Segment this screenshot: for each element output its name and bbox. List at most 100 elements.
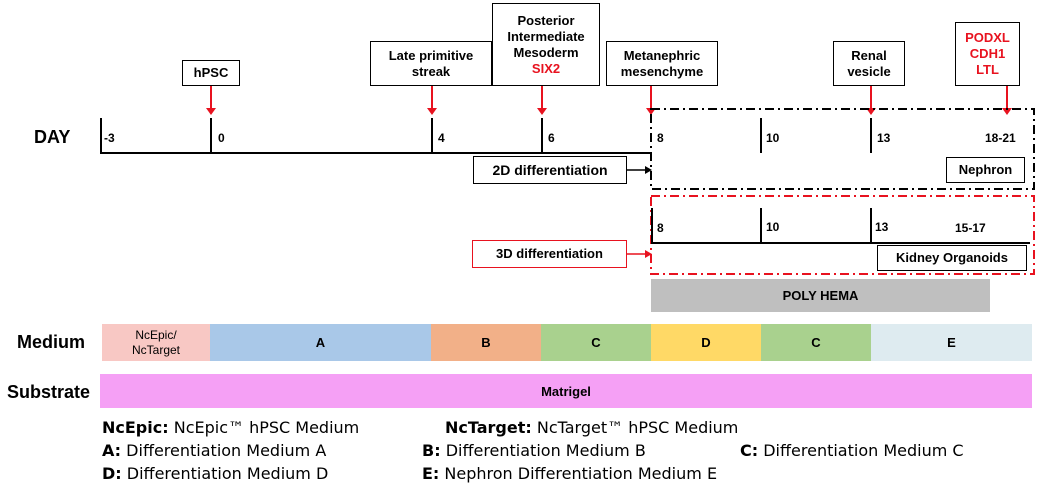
stage-lps-line1: Late primitive [388, 47, 474, 63]
tick-4 [431, 118, 433, 153]
legend-nctarget: NcTarget: NcTarget™ hPSC Medium [445, 418, 738, 437]
legend-ncepic: NcEpic: NcEpic™ hPSC Medium [102, 418, 359, 437]
legend-c-val: Differentiation Medium C [763, 441, 964, 460]
legend-e-key: E: [422, 464, 440, 483]
label-2d-differentiation: 2D differentiation [473, 156, 627, 184]
legend-d-key: D: [102, 464, 122, 483]
tick-13 [870, 118, 872, 153]
label-2d-text: 2D differentiation [492, 162, 608, 178]
label-3d-differentiation: 3D differentiation [472, 240, 627, 268]
legend-ncepic-key: NcEpic: [102, 418, 169, 437]
medium-seg-e-label: E [947, 335, 956, 350]
day-label-8: 8 [657, 131, 664, 145]
frame-2d [650, 108, 1035, 190]
stage-pim-marker: SIX2 [531, 60, 561, 76]
day-row-label: DAY [34, 127, 71, 147]
label-nephron-text: Nephron [958, 162, 1013, 177]
arrow-2d [627, 166, 652, 174]
stage-rv-line1: Renal [851, 47, 887, 63]
medium-seg-e: E [871, 324, 1032, 361]
medium-seg-d-label: D [701, 335, 711, 350]
tick-3d-10 [760, 208, 762, 243]
medium-seg-d: D [651, 324, 761, 361]
medium-seg-ncepic-line1: NcEpic/ [135, 327, 177, 342]
day3d-label-10: 10 [766, 220, 780, 234]
stage-pim-line1: Posterior [517, 12, 575, 28]
timeline-axis [100, 152, 651, 154]
day-label-minus3: -3 [104, 131, 115, 145]
stage-nephron-markers: PODXL CDH1 LTL [955, 22, 1020, 86]
label-3d-text: 3D differentiation [496, 246, 603, 261]
marker-podxl: PODXL [965, 30, 1010, 45]
label-kidney-organoids-text: Kidney Organoids [896, 250, 1008, 265]
substrate-label: Matrigel [541, 383, 591, 399]
metanephric-arrow [646, 86, 656, 115]
day-label-18-21: 18-21 [985, 131, 1016, 145]
legend-c: C: Differentiation Medium C [740, 441, 964, 460]
timeline-3d-axis [651, 242, 1030, 244]
medium-seg-ncepic-line2: NcTarget [131, 342, 181, 357]
stage-renal-vesicle: Renal vesicle [833, 41, 905, 86]
pim-arrow [537, 86, 547, 115]
legend-e: E: Nephron Differentiation Medium E [422, 464, 717, 483]
stage-hpsc: hPSC [182, 60, 240, 86]
day-label-6: 6 [548, 131, 555, 145]
day3d-label-15-17: 15-17 [955, 221, 986, 235]
legend-a-val: Differentiation Medium A [126, 441, 327, 460]
tick-3d-13 [870, 208, 872, 243]
legend-ncepic-val: NcEpic™ hPSC Medium [173, 418, 360, 437]
label-nephron: Nephron [946, 157, 1025, 183]
medium-seg-a-label: A [315, 335, 326, 350]
legend-nctarget-key: NcTarget: [445, 418, 532, 437]
stage-met-line2: mesenchyme [620, 63, 704, 79]
stage-rv-line2: vesicle [847, 63, 891, 79]
stage-pim-line3: Mesoderm [513, 44, 579, 60]
medium-seg-ncepic: NcEpic/ NcTarget [102, 324, 210, 361]
stage-lps-line2: streak [411, 63, 451, 79]
medium-seg-c1: C [541, 324, 651, 361]
poly-hema-bar: POLY HEMA [651, 279, 990, 312]
medium-row-label: Medium [17, 332, 86, 352]
day-label-13: 13 [877, 131, 891, 145]
stage-hpsc-label: hPSC [193, 65, 229, 80]
medium-seg-b-label: B [481, 335, 491, 350]
label-kidney-organoids: Kidney Organoids [877, 245, 1027, 271]
tick-minus3 [100, 118, 102, 153]
marker-ltl: LTL [976, 62, 999, 77]
day3d-label-8: 8 [657, 221, 664, 235]
arrow-3d [627, 250, 652, 258]
poly-hema-label: POLY HEMA [782, 288, 859, 303]
legend-b-key: B: [422, 441, 441, 460]
medium-seg-a: A [210, 324, 431, 361]
stage-posterior-im: Posterior Intermediate Mesoderm SIX2 [492, 3, 600, 86]
stage-metanephric: Metanephric mesenchyme [606, 41, 718, 86]
marker-cdh1: CDH1 [969, 46, 1006, 61]
legend-b-val: Differentiation Medium B [445, 441, 646, 460]
day3d-label-13: 13 [875, 220, 889, 234]
nephron-markers-arrow [1002, 86, 1012, 115]
hpsc-arrow [206, 86, 216, 115]
day-label-10: 10 [766, 131, 780, 145]
medium-seg-b: B [431, 324, 541, 361]
day-label-4: 4 [438, 131, 445, 145]
legend-a: A: Differentiation Medium A [102, 441, 326, 460]
legend-e-val: Nephron Differentiation Medium E [444, 464, 718, 483]
lps-arrow [427, 86, 437, 115]
stage-pim-line2: Intermediate [507, 28, 585, 44]
legend-c-key: C: [740, 441, 759, 460]
tick-6 [541, 118, 543, 153]
tick-10 [760, 118, 762, 153]
legend-b: B: Differentiation Medium B [422, 441, 646, 460]
legend-d-val: Differentiation Medium D [126, 464, 329, 483]
tick-0 [210, 118, 212, 153]
legend-d: D: Differentiation Medium D [102, 464, 328, 483]
stage-late-primitive-streak: Late primitive streak [370, 41, 492, 86]
substrate-bar: Matrigel [100, 374, 1032, 408]
substrate-row-label: Substrate [7, 382, 91, 402]
medium-seg-c1-label: C [591, 335, 601, 350]
stage-met-line1: Metanephric [623, 47, 701, 63]
renal-vesicle-arrow [866, 86, 876, 115]
legend-nctarget-val: NcTarget™ hPSC Medium [536, 418, 739, 437]
tick-3d-8 [651, 208, 653, 243]
medium-seg-c2-label: C [811, 335, 821, 350]
